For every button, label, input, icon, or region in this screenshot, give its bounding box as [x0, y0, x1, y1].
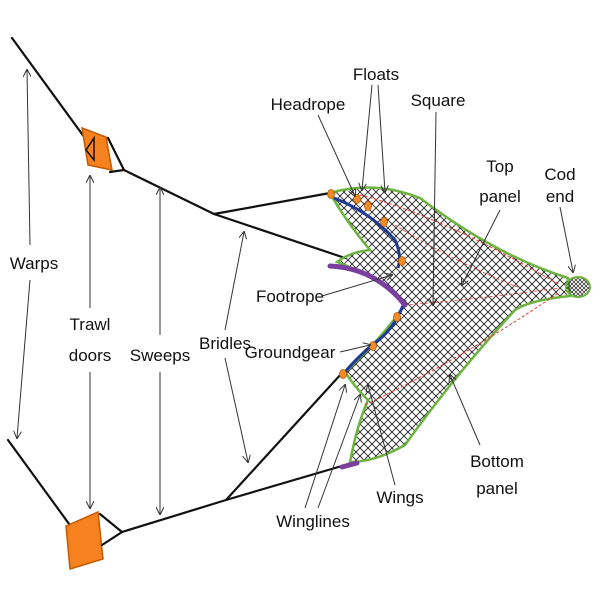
upper-trawl-door [81, 126, 113, 171]
winglines-arrow-left [304, 385, 345, 509]
lower-warp [6, 438, 74, 530]
square-seam [394, 224, 521, 289]
upper-sweep [122, 168, 216, 216]
label-sweeps: Sweeps [130, 346, 190, 365]
label-bridles: Bridles [199, 334, 251, 353]
winglines-arrow-right [317, 395, 360, 509]
lower-trawl-door [65, 510, 104, 570]
cod-end-arrow [559, 206, 573, 272]
label-wings: Wings [376, 488, 423, 507]
label-top: Top [486, 157, 513, 176]
label-groundgear: Groundgear [245, 343, 336, 362]
label-floats: Floats [353, 65, 399, 84]
headrope-arrow [317, 114, 355, 196]
label-doors: doors [69, 346, 112, 365]
upper-warp [10, 36, 92, 147]
float-icon [364, 201, 372, 211]
float-icon [393, 312, 401, 322]
pointer-lines [17, 70, 573, 514]
bridles-arrow-up [224, 232, 244, 331]
float-icon [380, 217, 388, 227]
belly-seam [404, 287, 561, 306]
upper-bridle-bottom [212, 212, 347, 260]
label-trawl: Trawl [70, 315, 111, 334]
upper-footrope [327, 263, 408, 308]
floats-arrow-left [362, 84, 373, 190]
float-icon [327, 189, 335, 199]
lower-footrope [339, 460, 360, 470]
label-square: Square [411, 91, 466, 110]
groundgear-arrow [339, 345, 370, 353]
upper-door-bracket-icon [85, 135, 95, 163]
float-icon [398, 256, 406, 266]
float-icon [339, 369, 347, 379]
float-icon [369, 341, 377, 351]
label-top-panel: panel [479, 187, 521, 206]
label-end: end [546, 187, 574, 206]
upper-seam [359, 194, 561, 286]
bottom-panel-arrow [450, 375, 481, 446]
lower-bridle-top [224, 371, 344, 502]
footrope-arrow [321, 275, 392, 297]
label-cod: Cod [544, 165, 575, 184]
labels: Warps Trawl doors Sweeps Bridles Headrop… [10, 65, 576, 531]
wings-arrow [368, 385, 396, 486]
label-bottom: Bottom [470, 452, 524, 471]
lower-bridle-bottom [224, 461, 354, 502]
cod-end [565, 276, 591, 298]
upper-bridle-top [212, 191, 332, 216]
floats-arrow-right [377, 84, 385, 192]
top-panel-arrow [462, 209, 501, 285]
lower-door-backstrop [98, 512, 124, 547]
bridles-arrow-down [224, 357, 248, 462]
warps-arrow-down [17, 279, 31, 438]
warps-arrow-up [27, 70, 30, 246]
square-arrow [433, 111, 436, 305]
label-footrope: Footrope [256, 287, 324, 306]
label-bottom-panel: panel [476, 479, 518, 498]
label-warps: Warps [10, 254, 59, 273]
label-winglines: Winglines [276, 512, 350, 531]
label-headrope: Headrope [271, 95, 346, 114]
lower-sweep [120, 498, 228, 534]
trawl-net-body [328, 186, 572, 464]
lower-seam [364, 291, 561, 406]
